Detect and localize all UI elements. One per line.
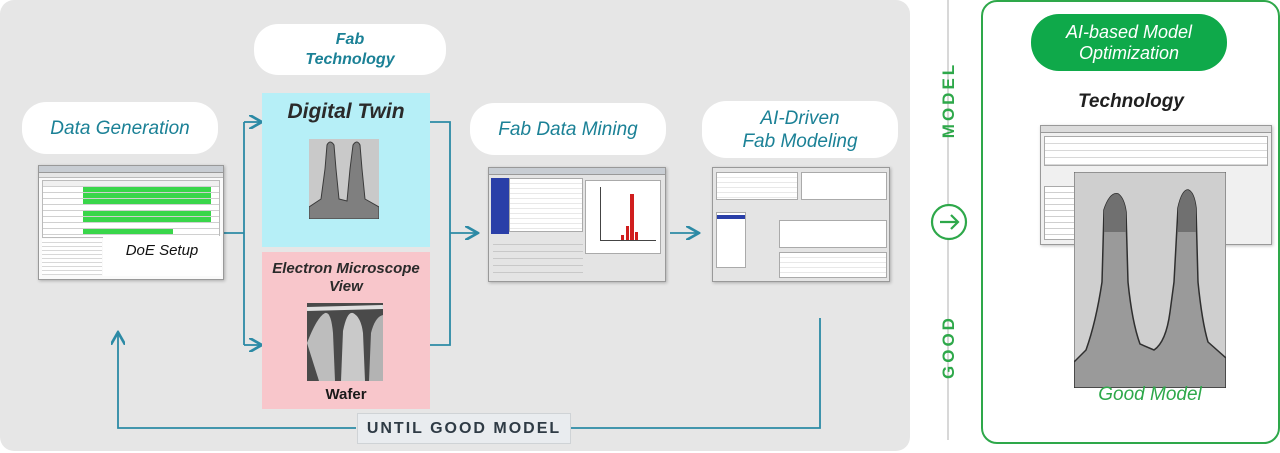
data-mining-screenshot [488, 167, 666, 282]
em-view-label: Electron Microscope View [272, 260, 420, 295]
arrow-right-circle-icon [930, 203, 968, 241]
wafer-label: Wafer [325, 386, 367, 403]
doe-setup-label: DoE Setup [125, 242, 199, 259]
fab-technology-label: Fab Technology [254, 24, 446, 75]
good-model-label: Good Model [1098, 384, 1202, 405]
loop-left [118, 334, 356, 429]
model-vertical-label: MODEL [939, 61, 958, 139]
data-generation-label: Data Generation [22, 102, 218, 154]
doe-setup-screenshot: DoE Setup [38, 165, 224, 280]
ai-based-model-optimization-badge: AI-based Model Optimization [1031, 14, 1227, 71]
good-model-profile-image [1074, 172, 1226, 388]
merge-line [430, 121, 451, 346]
digital-twin-profile-image [309, 139, 379, 219]
em-sem-image [307, 303, 383, 381]
histogram-chart [585, 180, 661, 254]
digital-twin-label: Digital Twin [287, 100, 405, 123]
fab-data-mining-label: Fab Data Mining [470, 103, 666, 155]
technology-label: Technology [1078, 91, 1184, 112]
loop-right [570, 318, 821, 429]
until-good-model-label: UNTIL GOOD MODEL [357, 413, 571, 444]
ai-driven-fab-modeling-label: AI-Driven Fab Modeling [702, 101, 898, 158]
good-vertical-label: GOOD [939, 315, 958, 379]
digital-twin-panel: Digital Twin [262, 93, 430, 247]
fab-modeling-screenshot [712, 167, 890, 282]
em-view-panel: Electron Microscope View Wafer [262, 252, 430, 409]
